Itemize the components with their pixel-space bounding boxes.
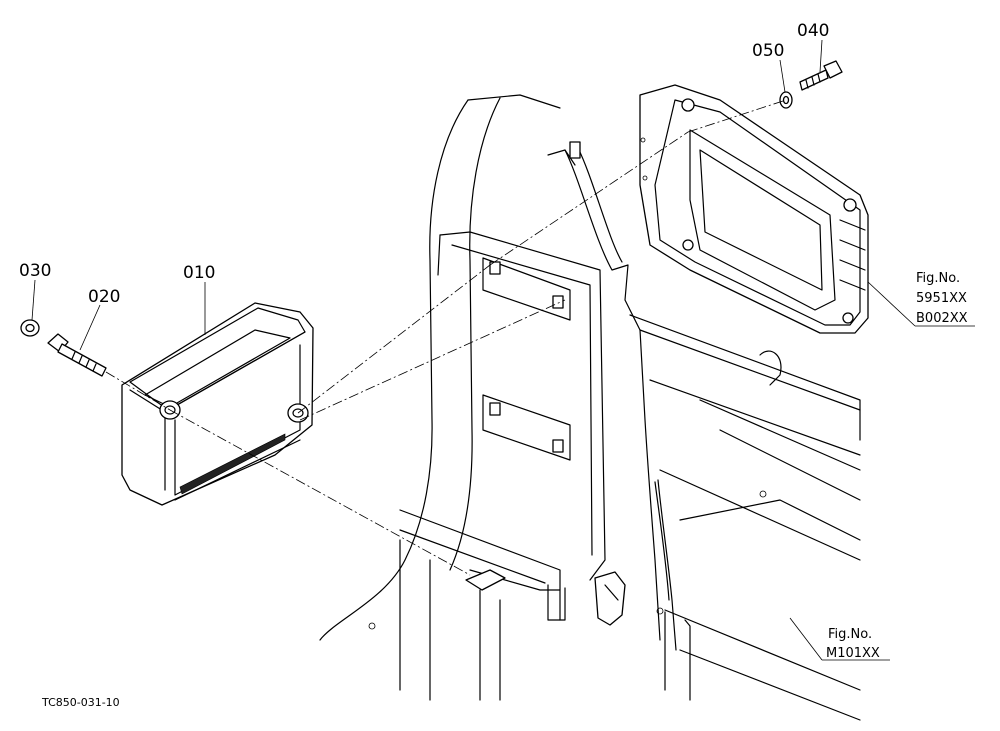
callout-040: 040 [797,21,829,41]
part-030-washer [20,319,40,337]
alignment-lines [105,99,787,576]
callout-020: 020 [88,287,120,307]
callout-030: 030 [19,261,51,281]
callout-010: 010 [183,263,215,283]
fig-ref-1-line-1: 5951XX [916,291,967,306]
fig-ref-1-line-2: B002XX [916,311,968,326]
fig-ref-2-label: Fig.No. [828,627,872,642]
machine-frame [319,94,861,721]
leader-lines [31,39,975,661]
controller-installed [639,84,869,334]
fig-ref-1-label: Fig.No. [916,271,960,286]
fig-ref-2-line-1: M101XX [826,646,880,661]
part-020-bolt [47,333,107,377]
drawing-code: TC850-031-10 [41,696,120,709]
callout-050: 050 [752,41,784,61]
part-040-bolt [799,60,843,91]
part-010-cover [121,302,314,506]
